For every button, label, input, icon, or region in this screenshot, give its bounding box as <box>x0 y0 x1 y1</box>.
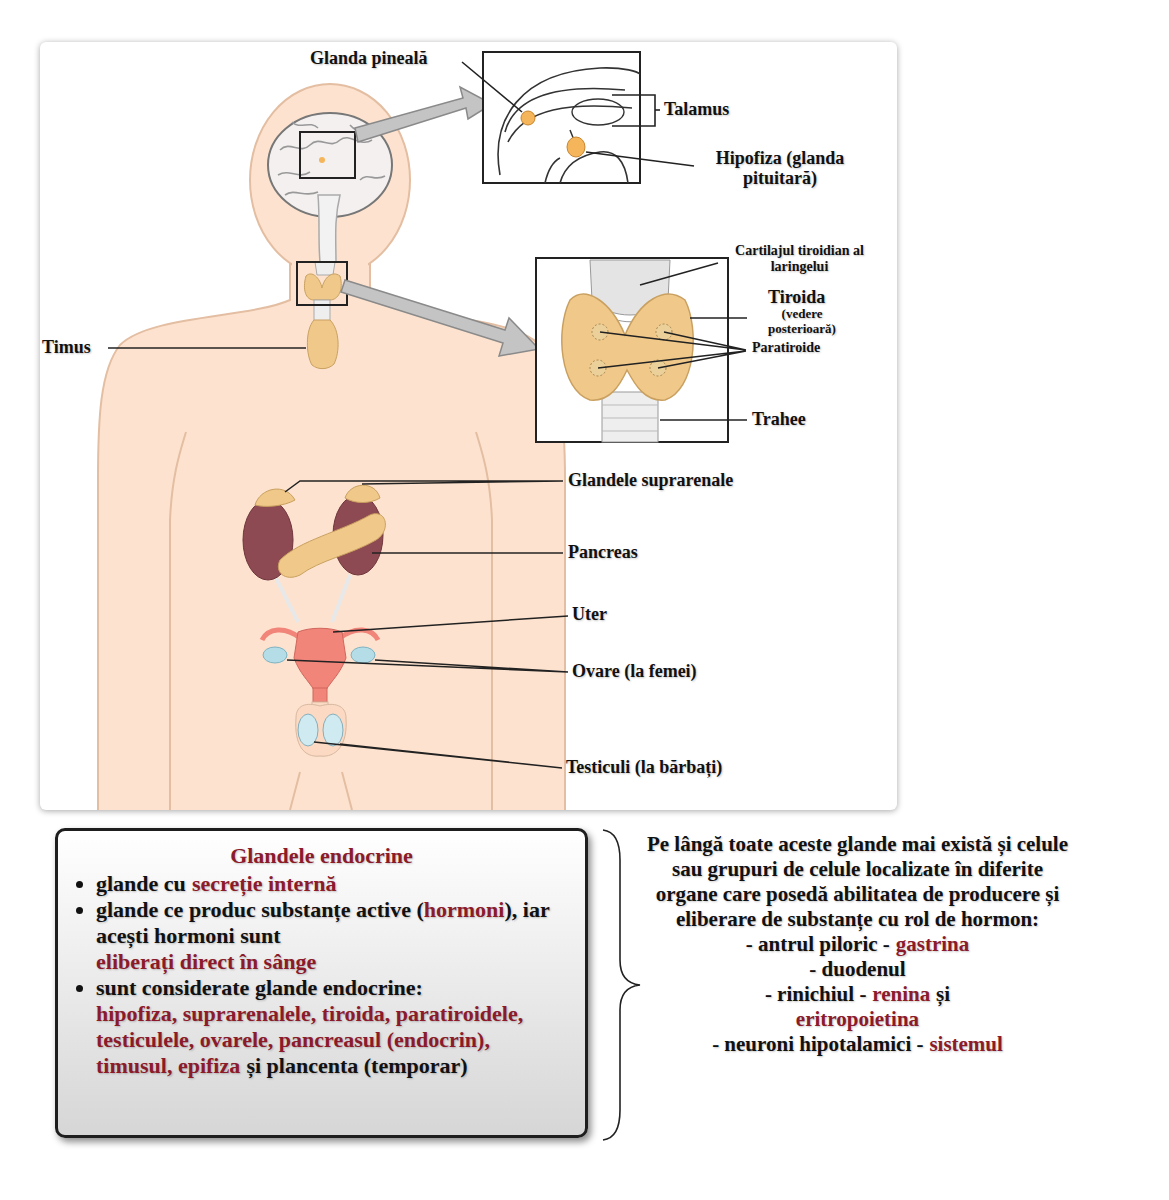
box-heading: Glandele endocrine <box>76 843 567 869</box>
part-label: Glanda pineală <box>310 48 428 68</box>
bullet-text: și plancenta (temporar) <box>246 1053 467 1078</box>
bullet-text: glande ce produc substanțe active ( <box>96 897 424 922</box>
part-label: Ovare (la femei) <box>572 661 697 681</box>
note-line: - neuroni hipotalamici -sistemul <box>640 1032 1075 1057</box>
part-label: (vedere posterioară) <box>752 307 852 336</box>
part-label: Timus <box>42 337 91 357</box>
hormone-name: eritropoietina <box>796 1007 919 1031</box>
bullet-text: glande cu <box>96 871 186 896</box>
note-item: Pe lângă toate aceste glande mai există … <box>647 832 1068 931</box>
note-line: - duodenul <box>640 957 1075 982</box>
note-item: - neuroni hipotalamici - <box>712 1032 923 1056</box>
part-label: Talamus <box>664 99 729 119</box>
bullet-item: sunt considerate glande endocrine:hipofi… <box>96 975 567 1079</box>
part-label: Glandele suprarenale <box>568 470 733 490</box>
key-term: secreție internă <box>192 871 336 896</box>
part-label: Testiculi (la bărbați) <box>566 757 722 777</box>
bullet-text: sunt considerate glande endocrine: <box>96 975 423 1000</box>
hormone-name: renina <box>872 982 930 1006</box>
note-line: - rinichiul -reninași eritropoietina <box>640 982 1075 1032</box>
note-line: - antrul piloric -gastrina <box>640 932 1075 957</box>
part-label: Uter <box>572 604 607 624</box>
part-label: Cartilajul tiroidian al laringelui <box>722 243 877 274</box>
note-item: și <box>936 982 950 1006</box>
bullet-list: glande cusecreție internăglande ce produ… <box>76 871 567 1079</box>
note-item: - rinichiul - <box>765 982 867 1006</box>
key-term: eliberați direct în sânge <box>96 949 316 974</box>
hormone-name: gastrina <box>896 932 970 956</box>
bullet-item: glande cusecreție internă <box>96 871 567 897</box>
part-label: Hipofiza (glanda pituitară) <box>690 148 870 188</box>
note-line: Pe lângă toate aceste glande mai există … <box>640 832 1075 932</box>
part-label: Trahee <box>752 409 806 429</box>
part-label: Pancreas <box>568 542 638 562</box>
hormone-name: sistemul <box>929 1032 1003 1056</box>
key-term: hormoni <box>424 897 505 922</box>
part-label: Tiroida <box>768 287 825 307</box>
note-item: - duodenul <box>809 957 905 981</box>
info-box: Glandele endocrineglande cusecreție inte… <box>55 828 588 1138</box>
note-item: - antrul piloric - <box>746 932 890 956</box>
part-label: Paratiroide <box>752 340 820 356</box>
bullet-item: glande ce produc substanțe active (hormo… <box>96 897 567 975</box>
note-text: Pe lângă toate aceste glande mai există … <box>640 832 1075 1057</box>
